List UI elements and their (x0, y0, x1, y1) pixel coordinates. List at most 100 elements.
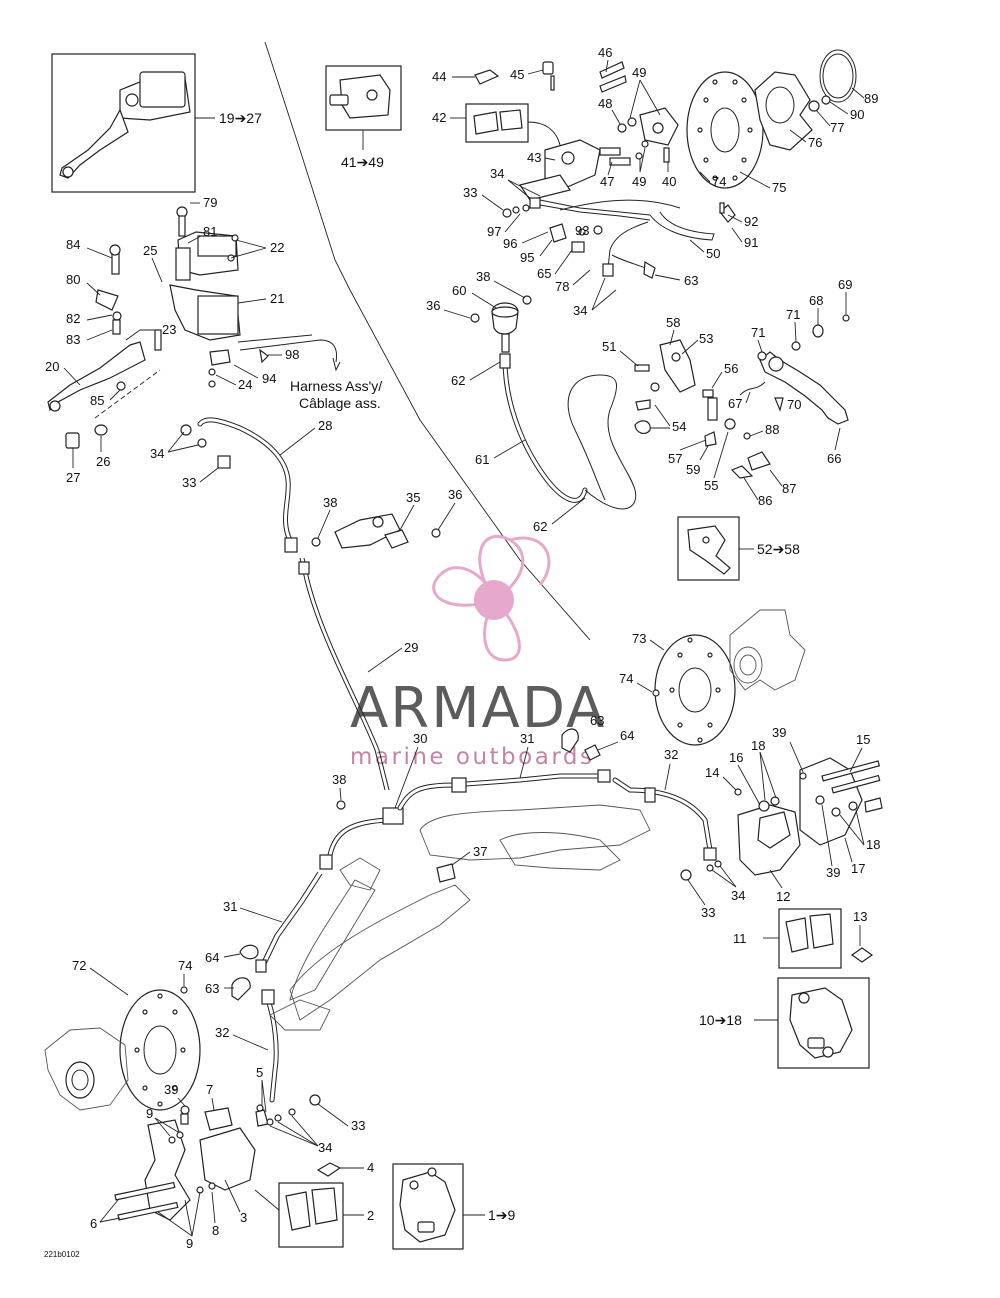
callout-33-a: 33 (182, 475, 196, 490)
master-cylinder-assembly (47, 206, 341, 449)
callout-1-9: 1➔9 (488, 1207, 516, 1223)
callout-45: 45 (510, 67, 524, 82)
caliper-kit-box (325, 65, 402, 131)
diagonal-separator-line (264, 41, 591, 641)
callout-71-b: 71 (786, 307, 800, 322)
callout-78: 78 (555, 279, 569, 294)
callout-47: 47 (600, 174, 614, 189)
callout-35: 35 (406, 490, 420, 505)
callout-8: 8 (212, 1223, 219, 1238)
callout-69: 69 (838, 277, 852, 292)
callout-34-e: 34 (318, 1140, 332, 1155)
callout-18-a: 18 (751, 738, 765, 753)
callout-3: 3 (240, 1210, 247, 1225)
callout-21: 21 (270, 291, 284, 306)
callout-87: 87 (782, 481, 796, 496)
callout-54: 54 (672, 419, 686, 434)
callout-80: 80 (66, 272, 80, 287)
callout-77: 77 (830, 120, 844, 135)
callout-65: 65 (537, 266, 551, 281)
callout-16: 16 (729, 750, 743, 765)
callout-90: 90 (850, 107, 864, 122)
callout-10-18: 10➔18 (699, 1012, 742, 1028)
callout-66: 66 (827, 451, 841, 466)
callout-39-b: 39 (826, 865, 840, 880)
callout-84: 84 (66, 237, 80, 252)
callout-91: 91 (744, 235, 758, 250)
callout-86: 86 (758, 493, 772, 508)
callout-34-c: 34 (573, 303, 587, 318)
watermark-tagline: marine outboards (350, 744, 594, 770)
callout-50: 50 (706, 246, 720, 261)
brake-hose-28 (180, 417, 298, 553)
callout-19-27: 19➔27 (219, 110, 262, 126)
front-right-caliper (680, 757, 883, 881)
callout-71-a: 71 (751, 325, 765, 340)
callout-42: 42 (432, 110, 446, 125)
callout-29: 29 (404, 640, 418, 655)
callout-2: 2 (367, 1208, 374, 1223)
pad-spring-13 (850, 947, 874, 963)
callout-53: 53 (699, 331, 713, 346)
lever-assembly-box (51, 53, 196, 193)
front-right-caliper-kit-box (777, 977, 870, 1069)
grommet-64 (239, 944, 259, 960)
callout-9-b: 9 (186, 1236, 193, 1251)
callout-51: 51 (602, 339, 616, 354)
callout-46: 46 (598, 45, 612, 60)
callout-31-b: 31 (223, 899, 237, 914)
rear-brake-lines (502, 197, 736, 279)
front-right-pads-box (778, 908, 842, 969)
callout-23: 23 (162, 322, 176, 337)
callout-27: 27 (66, 470, 80, 485)
callout-60: 60 (452, 283, 466, 298)
callout-32-b: 32 (215, 1025, 229, 1040)
callout-74-a: 74 (712, 174, 726, 189)
callout-75: 75 (772, 180, 786, 195)
callout-97: 97 (487, 224, 501, 239)
front-suspension-arms (269, 804, 651, 1031)
callout-12: 12 (776, 889, 790, 904)
callout-32-a: 32 (664, 747, 678, 762)
callout-57: 57 (668, 451, 682, 466)
front-left-disc (44, 986, 201, 1111)
callout-76: 76 (808, 135, 822, 150)
callout-22: 22 (270, 240, 284, 255)
callout-34-d: 34 (731, 888, 745, 903)
callout-98: 98 (285, 347, 299, 362)
callout-43: 43 (527, 150, 541, 165)
figure-code: 221b0102 (44, 1250, 80, 1259)
callout-93: 93 (575, 223, 589, 238)
callout-33-b: 33 (463, 185, 477, 200)
callout-63-b: 63 (590, 713, 604, 728)
callout-82: 82 (66, 311, 80, 326)
reservoir-and-pedal (470, 295, 850, 510)
callout-25: 25 (143, 243, 157, 258)
callout-30: 30 (413, 731, 427, 746)
callout-39-c: 39 (164, 1082, 178, 1097)
callout-7: 7 (206, 1082, 213, 1097)
callout-18-b: 18 (866, 837, 880, 852)
callout-34-a: 34 (150, 446, 164, 461)
callout-44: 44 (432, 69, 446, 84)
rear-caliper-assembly (465, 61, 679, 201)
callout-62-b: 62 (533, 519, 547, 534)
callout-49-b: 49 (632, 174, 646, 189)
watermark-brand: ARMADA (350, 676, 606, 741)
switch-assembly (311, 513, 441, 549)
callout-92: 92 (744, 214, 758, 229)
callout-41-49: 41➔49 (341, 154, 384, 170)
callout-4: 4 (367, 1160, 374, 1175)
callout-39-a: 39 (772, 725, 786, 740)
callout-96: 96 (503, 236, 517, 251)
callout-63-c: 63 (205, 981, 219, 996)
callout-63-a: 63 (684, 273, 698, 288)
callout-64-a: 64 (620, 728, 634, 743)
callout-85: 85 (90, 393, 104, 408)
callout-61: 61 (475, 452, 489, 467)
harness-label-line1: Harness Ass'y/ (290, 378, 382, 394)
callout-20: 20 (45, 359, 59, 374)
callout-38-a: 38 (476, 269, 490, 284)
rear-brake-disc (686, 49, 857, 189)
callout-81: 81 (203, 224, 217, 239)
